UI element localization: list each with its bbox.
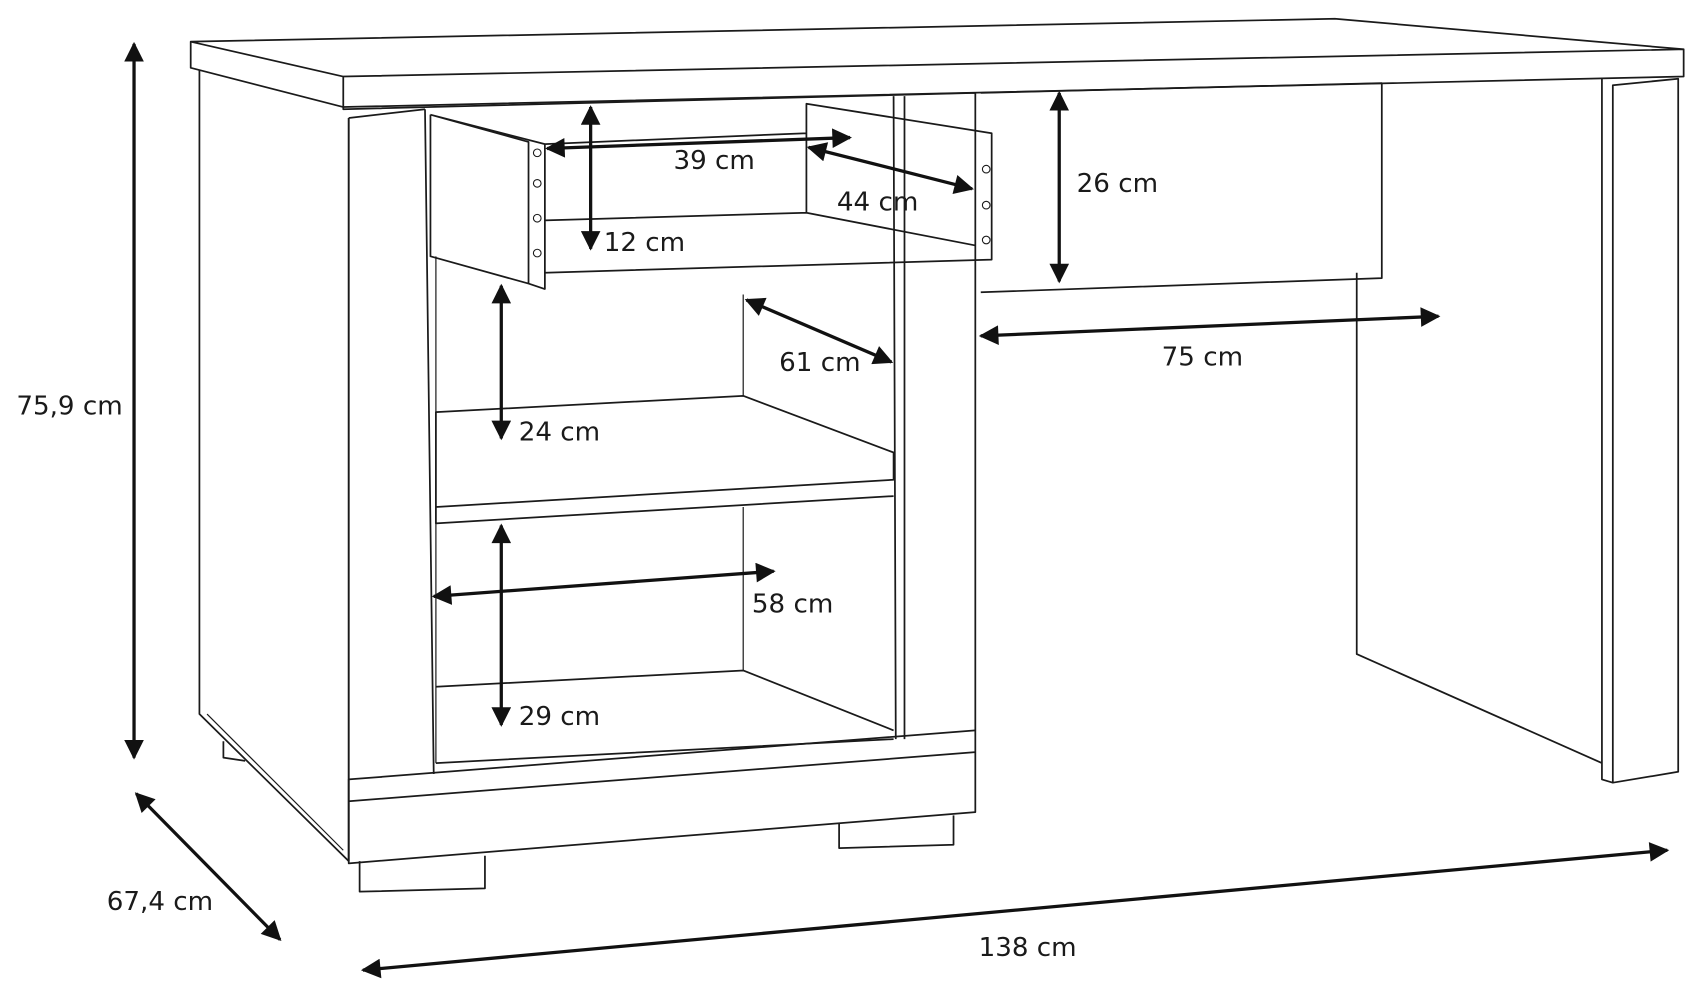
drawer: [429, 102, 993, 290]
shelf-width-label: 58 cm: [752, 590, 833, 620]
dimension-labels: 75,9 cm 67,4 cm 138 cm 39 cm 44 cm 12 cm…: [16, 146, 1243, 963]
shelf-upper: [435, 394, 895, 525]
knee-drawer-height-label: 26 cm: [1077, 169, 1158, 199]
front-frame: [342, 92, 977, 862]
drawer-width-label: 39 cm: [673, 146, 754, 176]
shelf-depth-arrow: [744, 297, 894, 365]
height-label: 75,9 cm: [16, 391, 122, 421]
shelf-lower: [435, 669, 894, 764]
depth-label: 67,4 cm: [107, 887, 213, 917]
knee-space-label: 75 cm: [1162, 342, 1243, 372]
knee-space-arrow: [978, 307, 1441, 345]
foot-right: [838, 815, 955, 849]
drawer-depth-label: 44 cm: [837, 188, 918, 218]
upper-shelf-height-label: 24 cm: [519, 418, 600, 448]
drawer-screws: [532, 148, 991, 258]
dimension-arrows: [124, 41, 1670, 979]
lower-shelf-height-label: 29 cm: [519, 702, 600, 732]
drawer-height-label: 12 cm: [604, 228, 685, 258]
knee-drawer: [980, 82, 1383, 294]
desk-drawing: [189, 17, 1685, 893]
shelf-width-arrow: [431, 562, 776, 605]
right-leg: [1355, 77, 1680, 784]
shelf-depth-label: 61 cm: [779, 348, 860, 378]
desk-top: [189, 17, 1685, 108]
width-label: 138 cm: [979, 933, 1077, 963]
drawer-depth-arrow: [806, 142, 974, 194]
left-side-panel: [198, 70, 350, 863]
width-arrow: [360, 842, 1670, 979]
depth-arrow: [134, 792, 282, 942]
